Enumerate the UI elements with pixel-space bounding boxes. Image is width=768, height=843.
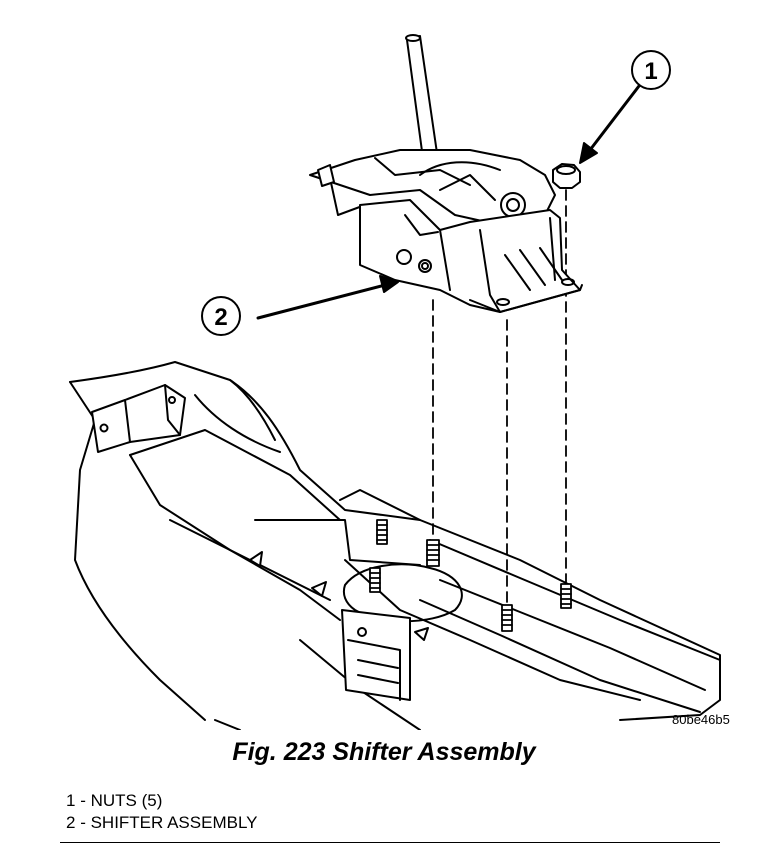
figure-caption: Fig. 223 Shifter Assembly [232, 738, 536, 766]
legend-label: SHIFTER ASSEMBLY [90, 813, 258, 832]
callout-2: 2 [201, 275, 399, 336]
legend-item: 1 - NUTS (5) [66, 791, 163, 810]
legend-number: 2 [66, 813, 76, 832]
left-mount-bracket [91, 384, 186, 453]
front-mount-bracket [341, 609, 411, 701]
mounting-studs [369, 519, 572, 632]
nut [552, 163, 581, 189]
legend-number: 1 [66, 791, 76, 810]
alignment-lines [432, 189, 567, 604]
callout-1: 1 [579, 50, 671, 164]
shifter-assembly-illustration: 1 2 [69, 34, 721, 730]
legend: 1 - NUTS (5) 2 - SHIFTER ASSEMBLY [66, 790, 257, 834]
legend-label: NUTS (5) [90, 791, 163, 810]
callout-2-number: 2 [214, 304, 227, 331]
image-reference-code: 80be46b5 [672, 712, 730, 727]
shifter-assembly [309, 34, 583, 313]
callout-1-number: 1 [644, 58, 657, 85]
legend-item: 2 - SHIFTER ASSEMBLY [66, 813, 258, 832]
